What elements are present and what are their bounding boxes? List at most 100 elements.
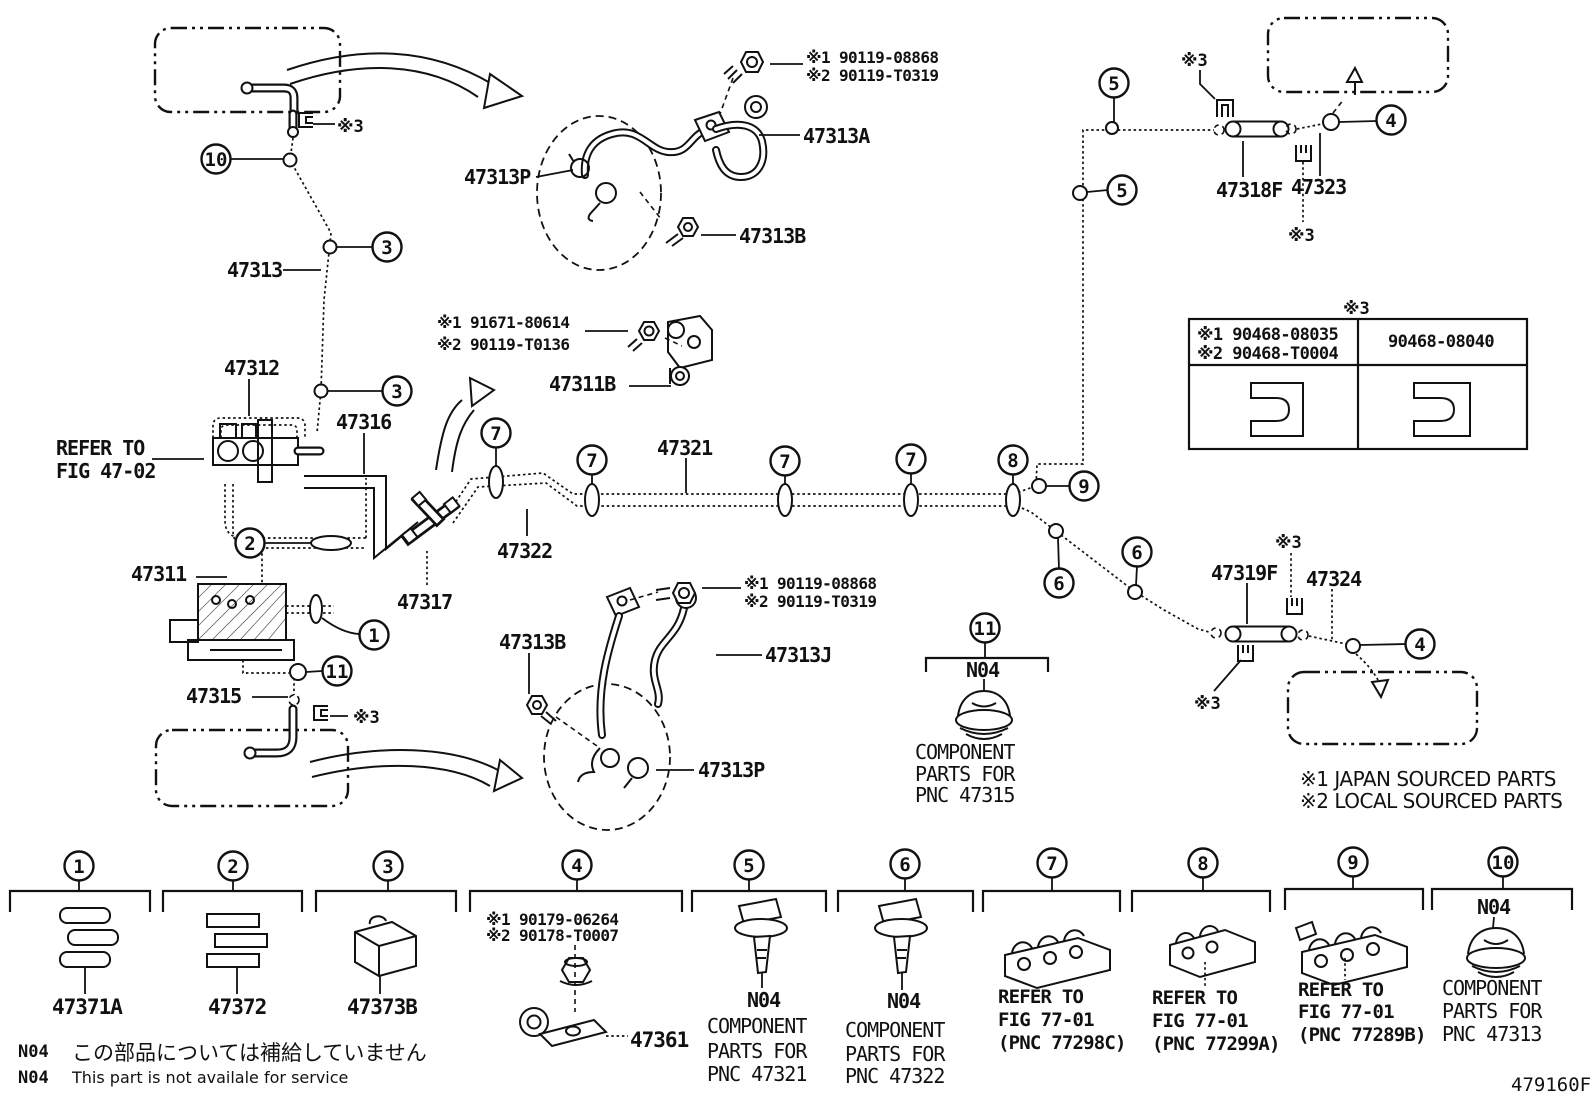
part-label-47315: 47315 bbox=[186, 684, 241, 708]
clip-table-cell2: 90468-08040 bbox=[1388, 332, 1494, 352]
callout-10: 10 bbox=[200, 143, 283, 175]
legend-num-6: 6 bbox=[899, 854, 910, 876]
callout-11-num: 11 bbox=[974, 618, 997, 640]
callout-6-num: 6 bbox=[1053, 573, 1064, 595]
sourcing-note-local: ※2 LOCAL SOURCED PARTS bbox=[1300, 789, 1562, 813]
master-cylinder-drawing bbox=[212, 419, 325, 483]
center-note-text: N04 COMPONENT PARTS FOR PNC 47315 bbox=[915, 658, 1017, 807]
callout-7a: 7 bbox=[480, 417, 512, 466]
main-trunk-tubes bbox=[446, 98, 1380, 683]
mc-ref-line2: FIG 47-02 bbox=[56, 459, 155, 483]
reservoir-tube-rear bbox=[243, 694, 300, 760]
flexible-tube-47318F bbox=[1213, 120, 1297, 138]
part-label-47313B-rear: 47313B bbox=[499, 630, 566, 654]
center-note-line1: COMPONENT bbox=[915, 740, 1015, 764]
ref-mark-3: ※3 bbox=[1288, 226, 1315, 246]
service-note-1-code: N04 bbox=[18, 1042, 49, 1062]
reservoir-tube-front bbox=[240, 81, 299, 138]
ref-mark-3: ※3 bbox=[1181, 51, 1208, 71]
center-component-note bbox=[924, 656, 1050, 740]
flexible-tube-47319F bbox=[1210, 625, 1309, 643]
legend-5-line3: PNC 47321 bbox=[707, 1062, 806, 1086]
direction-arrow-mid bbox=[435, 376, 496, 473]
legend-5-line2: PARTS FOR bbox=[707, 1039, 808, 1063]
leader-lines bbox=[152, 63, 1333, 771]
legend-6-n04: N04 bbox=[887, 989, 921, 1013]
callout-circles: 10 3 3 2 1 11 7 7 7 7 8 9 5 5 6 6 4 4 11 bbox=[200, 67, 1436, 687]
legend-8-line1: REFER TO bbox=[1152, 987, 1237, 1009]
legend-num-1: 1 bbox=[73, 856, 84, 878]
legend-drawing-47372 bbox=[206, 913, 268, 994]
legend-10-n04: N04 bbox=[1477, 895, 1511, 919]
legend: 1 2 3 4 5 6 7 8 9 10 bbox=[8, 846, 1574, 1088]
clamp-ellipses bbox=[309, 465, 1021, 624]
callout-4-num: 4 bbox=[1385, 110, 1396, 132]
legend-8-line3: (PNC 77299A) bbox=[1152, 1033, 1280, 1055]
legend-10-line3: PNC 47313 bbox=[1442, 1022, 1541, 1046]
fastener-rear-2: ※2 90119-T0319 bbox=[744, 592, 876, 611]
callout-6a: 6 bbox=[1043, 537, 1075, 599]
callout-1: 1 bbox=[358, 619, 390, 651]
rear-banjo-bolt-drawing bbox=[655, 582, 697, 604]
star3-marks: ※3 ※3 ※3 ※3 ※3 ※3 bbox=[337, 51, 1315, 728]
callout-2-num: 2 bbox=[244, 533, 255, 555]
legend-drawing-clamp-77298C bbox=[1004, 929, 1111, 990]
part-label-47311B: 47311B bbox=[549, 372, 616, 396]
legend-num-7: 7 bbox=[1046, 853, 1057, 875]
callout-4-num: 4 bbox=[1414, 634, 1425, 656]
callout-7-num: 7 bbox=[586, 450, 597, 472]
center-note-line3: PNC 47315 bbox=[915, 783, 1014, 807]
part-label-47322: 47322 bbox=[497, 539, 552, 563]
part-label-47313: 47313 bbox=[227, 258, 282, 282]
part-number-labels: 47313 47312 47316 47311 47315 47317 4732… bbox=[131, 124, 1363, 782]
legend-callout-2: 2 bbox=[217, 850, 249, 882]
service-note-1-text: この部品については補給していません bbox=[72, 1041, 427, 1065]
legend-drawing-47361 bbox=[519, 945, 628, 1048]
tee-connector-drawing bbox=[400, 490, 461, 547]
callout-7b: 7 bbox=[576, 444, 608, 484]
legend-num-3: 3 bbox=[382, 856, 393, 878]
rear-bleeder-bolt-drawing bbox=[525, 695, 557, 725]
legend-8-line2: FIG 77-01 bbox=[1152, 1010, 1248, 1032]
callout-3b: 3 bbox=[328, 375, 413, 407]
part-label-47313J: 47313J bbox=[765, 643, 831, 667]
retainer-clip-icons bbox=[298, 99, 1312, 721]
arrow-into-top-box bbox=[1345, 65, 1364, 95]
clip-table-text: ※3 ※1 90468-08035 ※2 90468-T0004 90468-0… bbox=[1197, 299, 1495, 364]
legend-5-n04: N04 bbox=[747, 988, 781, 1012]
callout-3-num: 3 bbox=[391, 381, 402, 403]
legend-callout-1: 1 bbox=[63, 850, 95, 882]
legend-4-bolt2: ※2 90178-T0007 bbox=[486, 926, 618, 945]
legend-caption-47371A: 47371A bbox=[52, 995, 123, 1019]
callout-3a: 3 bbox=[337, 231, 403, 263]
callout-7-num: 7 bbox=[490, 423, 501, 445]
callout-5b: 5 bbox=[1086, 174, 1138, 206]
part-label-47313P-rear: 47313P bbox=[698, 758, 765, 782]
clip-table bbox=[1187, 317, 1529, 451]
callout-8-num: 8 bbox=[1007, 450, 1018, 472]
legend-num-4: 4 bbox=[571, 855, 582, 877]
service-note-2-code: N04 bbox=[18, 1068, 49, 1088]
legend-num-2: 2 bbox=[227, 856, 238, 878]
footer-notes: N04 この部品については補給していません N04 This part is n… bbox=[18, 1041, 1591, 1096]
callout-5-num: 5 bbox=[1116, 180, 1127, 202]
callout-9-num: 9 bbox=[1078, 476, 1089, 498]
callout-7d: 7 bbox=[895, 443, 927, 484]
clip-table-note: ※3 bbox=[1343, 299, 1370, 319]
ref-mark-3: ※3 bbox=[337, 117, 364, 137]
legend-7-line1: REFER TO bbox=[998, 986, 1083, 1008]
fastener-rear-1: ※1 90119-08868 bbox=[744, 574, 876, 593]
reference-note-master-cylinder: REFER TO FIG 47-02 bbox=[56, 436, 156, 483]
legend-drawing-clip-47322 bbox=[874, 897, 928, 990]
part-label-47318F: 47318F bbox=[1216, 178, 1282, 202]
callout-11b: 11 bbox=[969, 612, 1001, 657]
part-label-47313P-front: 47313P bbox=[464, 165, 531, 189]
sourcing-notes: ※1 JAPAN SOURCED PARTS ※2 LOCAL SOURCED … bbox=[1300, 767, 1563, 813]
part-label-47313A: 47313A bbox=[803, 124, 870, 148]
legend-callout-4: 4 bbox=[561, 849, 593, 881]
callout-7-num: 7 bbox=[779, 451, 790, 473]
callout-5-num: 5 bbox=[1108, 73, 1119, 95]
legend-7-line2: FIG 77-01 bbox=[998, 1009, 1094, 1031]
rear-hose-assembly-drawing bbox=[543, 586, 697, 831]
legend-drawing-grommet-47313 bbox=[1466, 916, 1526, 978]
